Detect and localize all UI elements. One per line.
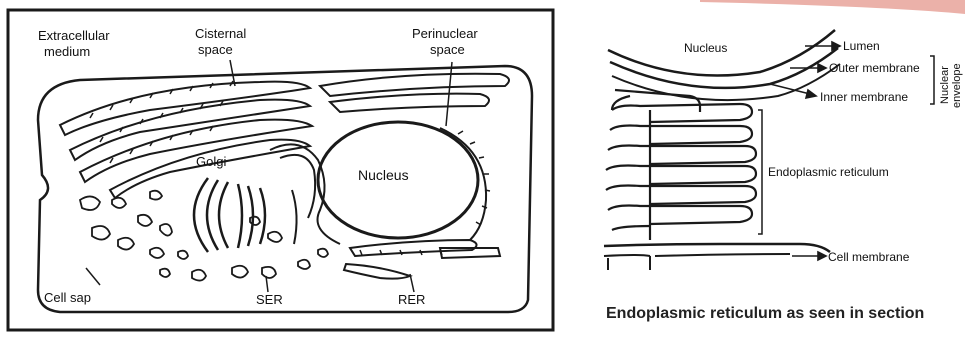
label-cell-membrane: Cell membrane [828, 250, 910, 264]
label-cell-sap: Cell sap [44, 290, 91, 305]
label-perinuclear: Perinuclear [412, 26, 478, 41]
rer-curved-cisterna [270, 144, 340, 244]
label-ser: SER [256, 292, 283, 307]
label-perinuclear-2: space [430, 42, 465, 57]
er-cisternae-stack [606, 90, 756, 240]
label-extracellular-2: medium [44, 44, 90, 59]
figure-caption: Endoplasmic reticulum as seen in section [606, 305, 924, 322]
label-outer-membrane: Outer membrane [829, 61, 920, 75]
rer-cisternae [60, 74, 509, 279]
label-rer: RER [398, 292, 425, 307]
cell-er-diagram: Extracellular medium Cisternal space Per… [8, 10, 553, 330]
er-section-diagram: Nucleus Lumen Outer membrane Inner membr… [604, 30, 963, 322]
er-bracket [758, 110, 762, 234]
label-golgi: Golgi [196, 154, 226, 169]
nuclear-envelope-bracket [930, 56, 934, 104]
ser-vesicles [80, 191, 328, 281]
label-er: Endoplasmic reticulum [768, 165, 889, 179]
label-nuclear: Nuclear [939, 66, 951, 104]
label-nucleus-right: Nucleus [684, 41, 727, 55]
golgi-stack [194, 178, 265, 252]
label-cisternal: Cisternal [195, 26, 246, 41]
decorative-corner-accent [700, 0, 965, 14]
label-cisternal-2: space [198, 42, 233, 57]
label-nucleus-left: Nucleus [358, 167, 409, 183]
label-extracellular: Extracellular [38, 28, 110, 43]
cell-membrane [604, 244, 830, 252]
label-lumen: Lumen [843, 39, 880, 53]
label-inner-membrane: Inner membrane [820, 90, 908, 104]
label-envelope: envelope [951, 63, 963, 108]
